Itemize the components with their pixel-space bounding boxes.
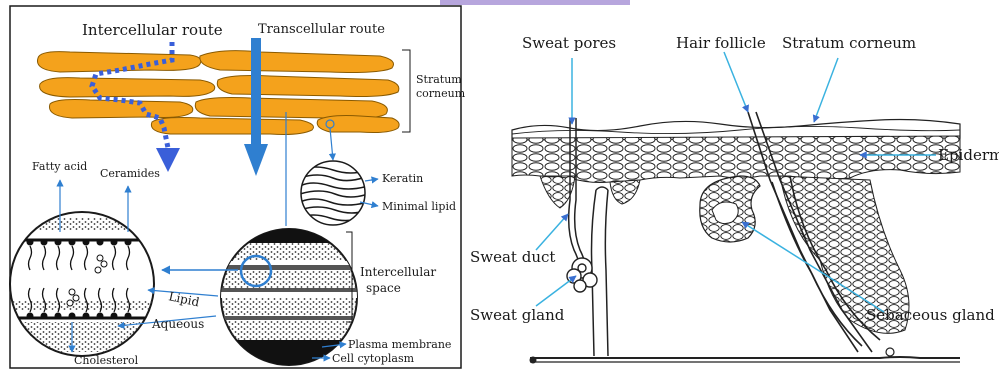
label-epidermis: Epidermis (938, 146, 999, 164)
sebaceous-gland (700, 176, 760, 242)
right-panel-skin-structure: Sweat pores Hair follicle Stratum corneu… (470, 34, 999, 364)
label-intercellular-space-2: space (366, 281, 401, 295)
label-keratin: Keratin (382, 172, 423, 185)
label-stratum-corneum: Stratum corneum (782, 34, 916, 52)
label-sweat-pores: Sweat pores (522, 34, 616, 52)
label-hair-follicle: Hair follicle (676, 34, 766, 52)
label-transcellular-route: Transcellular route (258, 22, 385, 37)
accent-bar (440, 0, 630, 5)
label-fatty-acid: Fatty acid (32, 160, 87, 173)
label-sweat-gland: Sweat gland (470, 306, 565, 324)
label-cholesterol: Cholesterol (74, 354, 139, 367)
sweat-gland (567, 258, 597, 292)
label-sebaceous-gland: Sebaceous gland (866, 306, 995, 324)
label-ceramides: Ceramides (100, 167, 160, 180)
label-intercellular-route: Intercellular route (82, 21, 223, 39)
label-plasma-membrane: Plasma membrane (348, 338, 451, 351)
label-intercellular-space-1: Intercellular (360, 265, 436, 279)
label-stratum-line1: Stratum (416, 73, 462, 86)
label-stratum-line2: corneum (416, 87, 466, 100)
label-aqueous: Aqueous (151, 317, 204, 331)
label-cell-cytoplasm: Cell cytoplasm (332, 352, 415, 365)
label-sweat-duct: Sweat duct (470, 248, 555, 266)
label-minimal-lipid: Minimal lipid (382, 200, 456, 213)
left-panel-permeation-routes: Intercellular route Transcellular route … (8, 6, 466, 370)
